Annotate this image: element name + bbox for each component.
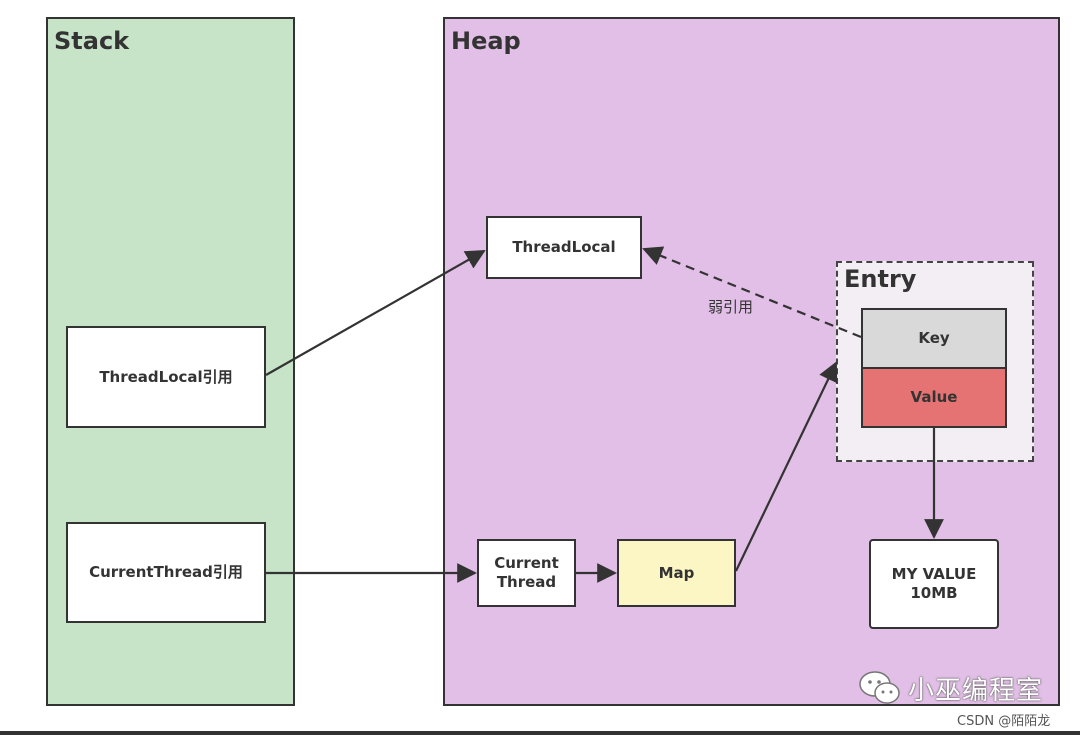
threadlocal-ref-label: ThreadLocal引用 [99,367,233,386]
my-value-box: MY VALUE 10MB [869,539,999,629]
current-thread-label: Current Thread [494,554,559,591]
my-value-label: MY VALUE 10MB [891,565,977,602]
stack-title: Stack [54,27,130,55]
threadlocal-box: ThreadLocal [486,216,642,279]
current-thread-box: Current Thread [477,539,576,607]
entry-value-label: Value [910,388,958,406]
entry-value-box: Value [861,367,1007,428]
threadlocal-label: ThreadLocal [512,238,616,256]
entry-title: Entry [844,265,917,293]
currentthread-ref-label: CurrentThread引用 [89,563,243,581]
weak-reference-label: 弱引用 [708,298,754,316]
watermark: 小巫编程室 [858,668,1043,708]
entry-key-box: Key [861,308,1007,369]
entry-key-label: Key [918,329,950,347]
currentthread-ref-box: CurrentThread引用 [66,522,266,623]
map-label: Map [658,563,695,582]
watermark-brand: 小巫编程室 [908,675,1044,706]
threadlocal-ref-box: ThreadLocal引用 [66,326,266,428]
map-box: Map [617,539,736,607]
wechat-icon [859,671,900,704]
bottom-border [0,731,1080,735]
heap-title: Heap [451,27,521,55]
watermark-credit: CSDN @陌陌龙 [957,714,1051,729]
